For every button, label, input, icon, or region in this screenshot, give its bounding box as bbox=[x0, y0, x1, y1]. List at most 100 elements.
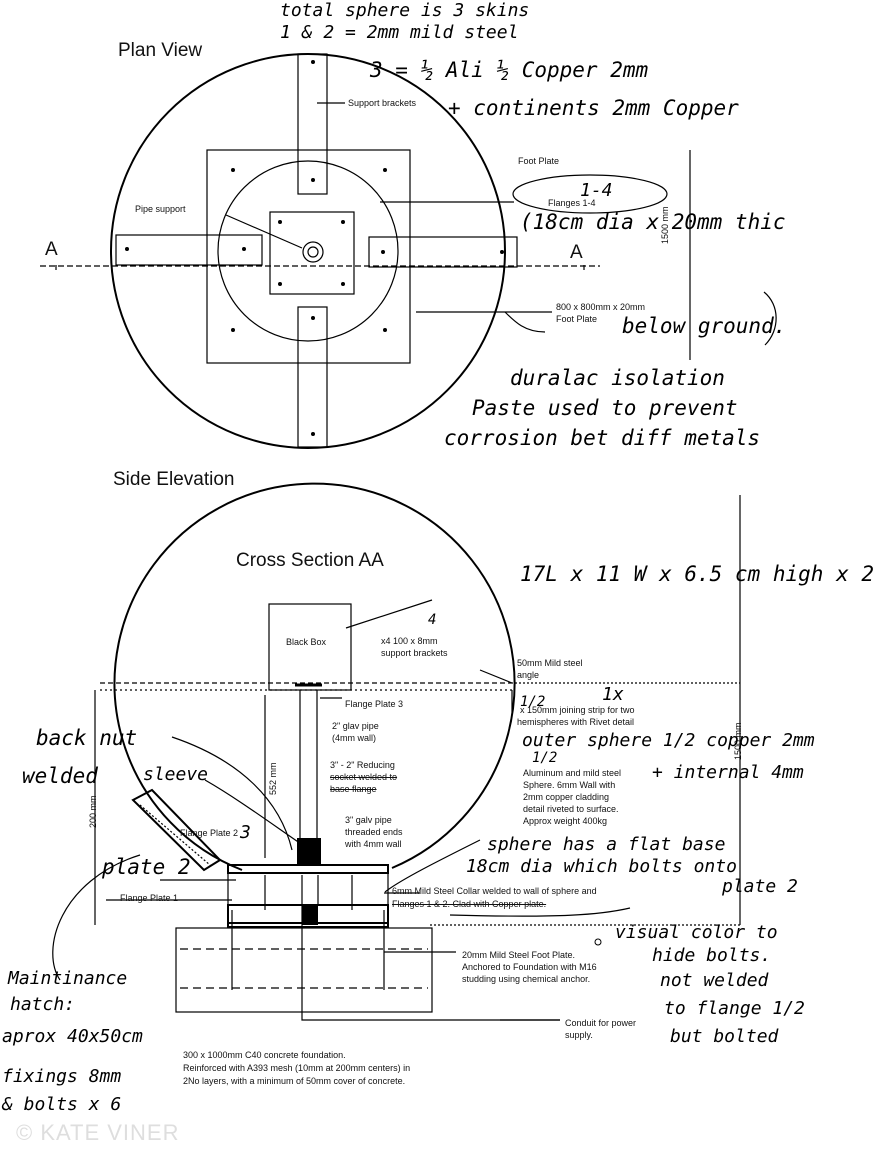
hand-outer-half: 1/2 bbox=[532, 750, 558, 766]
label-angle-2: angle bbox=[517, 670, 540, 680]
elevation-collar bbox=[227, 872, 389, 906]
label-footplate-3: studding using chemical anchor. bbox=[462, 974, 591, 984]
hand-note-line-1: total sphere is 3 skins bbox=[280, 0, 530, 21]
hand-flat-base-1: sphere has a flat base bbox=[487, 834, 726, 855]
elevation-hatch bbox=[131, 788, 222, 872]
hand-visual-3: not welded bbox=[660, 970, 769, 991]
label-foot-plate-spec-1: 800 x 800mm x 20mm bbox=[556, 302, 646, 312]
label-galv-2: threaded ends bbox=[345, 827, 403, 837]
watermark: © KATE VINER bbox=[16, 1120, 180, 1145]
label-socket-3: base flange bbox=[330, 784, 377, 794]
handwritten-below-bracket bbox=[763, 291, 777, 346]
label-conduit-1: Conduit for power bbox=[565, 1018, 637, 1028]
section-marker-right: A bbox=[570, 242, 583, 263]
label-foundation-1: 300 x 1000mm C40 concrete foundation. bbox=[183, 1050, 346, 1060]
plan-bracket-bottom bbox=[297, 306, 328, 448]
elevation-welded-sleeve bbox=[297, 838, 321, 864]
plan-bracket-top bbox=[297, 53, 328, 195]
label-galv-1: 3" galv pipe bbox=[345, 815, 392, 825]
hand-visual-1: visual color to bbox=[615, 922, 778, 943]
label-flanges: Flanges 1-4 bbox=[548, 198, 596, 208]
leader-black-box bbox=[345, 599, 433, 629]
hand-sleeve: sleeve bbox=[143, 764, 209, 785]
label-flange-plate-2: Flange Plate 2 bbox=[180, 828, 239, 838]
label-conduit-2: supply. bbox=[565, 1030, 593, 1040]
label-dim-552: 552 mm bbox=[268, 762, 278, 795]
elevation-flange-plate-2 bbox=[227, 864, 389, 874]
elevation-conduit bbox=[301, 905, 560, 1021]
handwritten-flange-circle bbox=[512, 174, 668, 214]
hand-note-line-4: + continents 2mm Copper bbox=[448, 96, 739, 120]
label-galv-3: with 4mm wall bbox=[345, 839, 402, 849]
hand-hatch-3: aprox 40x50cm bbox=[2, 1026, 143, 1047]
label-sphere-3: 2mm copper cladding bbox=[523, 792, 610, 802]
hand-plate-3: 3 bbox=[240, 822, 251, 843]
label-foot-plate-spec-2: Foot Plate bbox=[556, 314, 598, 324]
side-elevation-title: Side Elevation bbox=[113, 469, 235, 490]
plan-pipe-outer bbox=[302, 241, 324, 263]
label-footplate-1: 20mm Mild Steel Foot Plate. bbox=[462, 950, 576, 960]
label-socket-1: 3" - 2" Reducing bbox=[330, 760, 395, 770]
label-sphere-5: Approx weight 400kg bbox=[523, 816, 608, 826]
hand-duralac-3: corrosion bet diff metals bbox=[444, 426, 761, 450]
hand-joint-x: 1x bbox=[602, 684, 624, 705]
label-footplate-2: Anchored to Foundation with M16 bbox=[462, 962, 597, 972]
hand-visual-2: hide bolts. bbox=[652, 945, 772, 966]
hand-hatch-4: fixings 8mm bbox=[2, 1066, 122, 1087]
plan-pipe-support-square bbox=[269, 211, 355, 295]
label-sphere-1: Aluminum and mild steel bbox=[523, 768, 622, 778]
hand-flat-base-2: 18cm dia which bolts onto bbox=[466, 856, 737, 877]
hand-back-nut: back nut bbox=[36, 726, 138, 750]
label-glav-pipe-1: 2" glav pipe bbox=[332, 721, 379, 731]
hand-duralac-1: duralac isolation bbox=[510, 366, 725, 390]
label-joining-1: x 150mm joining strip for two bbox=[520, 705, 635, 715]
label-brackets-2: support brackets bbox=[381, 648, 448, 658]
hand-visual-5: but bolted bbox=[670, 1026, 779, 1047]
label-collar-2: Flanges 1 & 2. Clad with Copper plate. bbox=[392, 899, 547, 909]
label-dim-200: 200 mm bbox=[88, 795, 98, 828]
label-brackets-1: x4 100 x 8mm bbox=[381, 636, 438, 646]
label-sphere-4: detail riveted to surface. bbox=[523, 804, 619, 814]
hand-hatch-5: & bolts x 6 bbox=[2, 1094, 122, 1115]
elevation-foundation bbox=[175, 927, 433, 1013]
label-pipe-support: Pipe support bbox=[135, 204, 186, 214]
label-glav-pipe-2: (4mm wall) bbox=[332, 733, 376, 743]
leader-pipe-support bbox=[225, 214, 303, 249]
label-socket-2: socket welded to bbox=[330, 772, 398, 782]
hand-welded: welded bbox=[22, 764, 98, 788]
hand-internal: + internal 4mm bbox=[652, 762, 804, 783]
hand-duralac-2: Paste used to prevent bbox=[472, 396, 738, 420]
elevation-sphere-arc bbox=[113, 482, 516, 871]
elevation-black-box bbox=[268, 603, 352, 691]
hand-plate-2: plate 2 bbox=[102, 855, 191, 879]
hand-outer-sphere: outer sphere 1/2 copper 2mm bbox=[522, 730, 815, 751]
label-angle-1: 50mm Mild steel bbox=[517, 658, 583, 668]
plan-pipe-inner bbox=[307, 246, 319, 258]
label-flange-plate-1: Flange Plate 1 bbox=[120, 893, 179, 903]
label-foot-plate: Foot Plate bbox=[518, 156, 560, 166]
plan-bracket-left bbox=[115, 234, 263, 266]
drawing-sheet: Plan View A A Support brackets Foot Plat… bbox=[2, 0, 874, 1145]
leader-angle bbox=[479, 669, 513, 684]
hand-arrow-sleeve bbox=[204, 779, 311, 851]
hand-flange-number: 1-4 bbox=[580, 180, 613, 201]
hand-box-size: 17L x 11 W x 6.5 cm high x 2 bbox=[520, 562, 874, 586]
hand-note-line-3: 3 = ½ Ali ½ Copper 2mm bbox=[370, 58, 649, 82]
hand-joint-half: 1/2 bbox=[520, 694, 546, 710]
section-marker-left: A bbox=[45, 239, 58, 260]
label-black-box: Black Box bbox=[286, 637, 327, 647]
hand-arrow-backnut bbox=[171, 736, 293, 851]
hand-hatch-1: Maintinance bbox=[8, 968, 128, 989]
technical-drawing bbox=[40, 53, 777, 1021]
label-joining-2: hemispheres with Rivet detail bbox=[517, 717, 635, 727]
hand-hatch-2: hatch: bbox=[10, 994, 76, 1015]
hand-note-line-2: 1 & 2 = 2mm mild steel bbox=[280, 22, 519, 43]
hand-flange-dia: (18cm dia x 20mm thic bbox=[520, 210, 786, 234]
plan-flange-circle bbox=[217, 160, 399, 342]
hand-visual-4: to flange 1/2 bbox=[664, 998, 805, 1019]
hand-arrow-visual bbox=[449, 907, 631, 917]
plan-bracket-right bbox=[368, 236, 518, 268]
label-foundation-3: 2No layers, with a minimum of 50mm cover… bbox=[183, 1076, 406, 1086]
label-support-brackets: Support brackets bbox=[348, 98, 417, 108]
hand-arrow-hatch bbox=[52, 854, 141, 981]
